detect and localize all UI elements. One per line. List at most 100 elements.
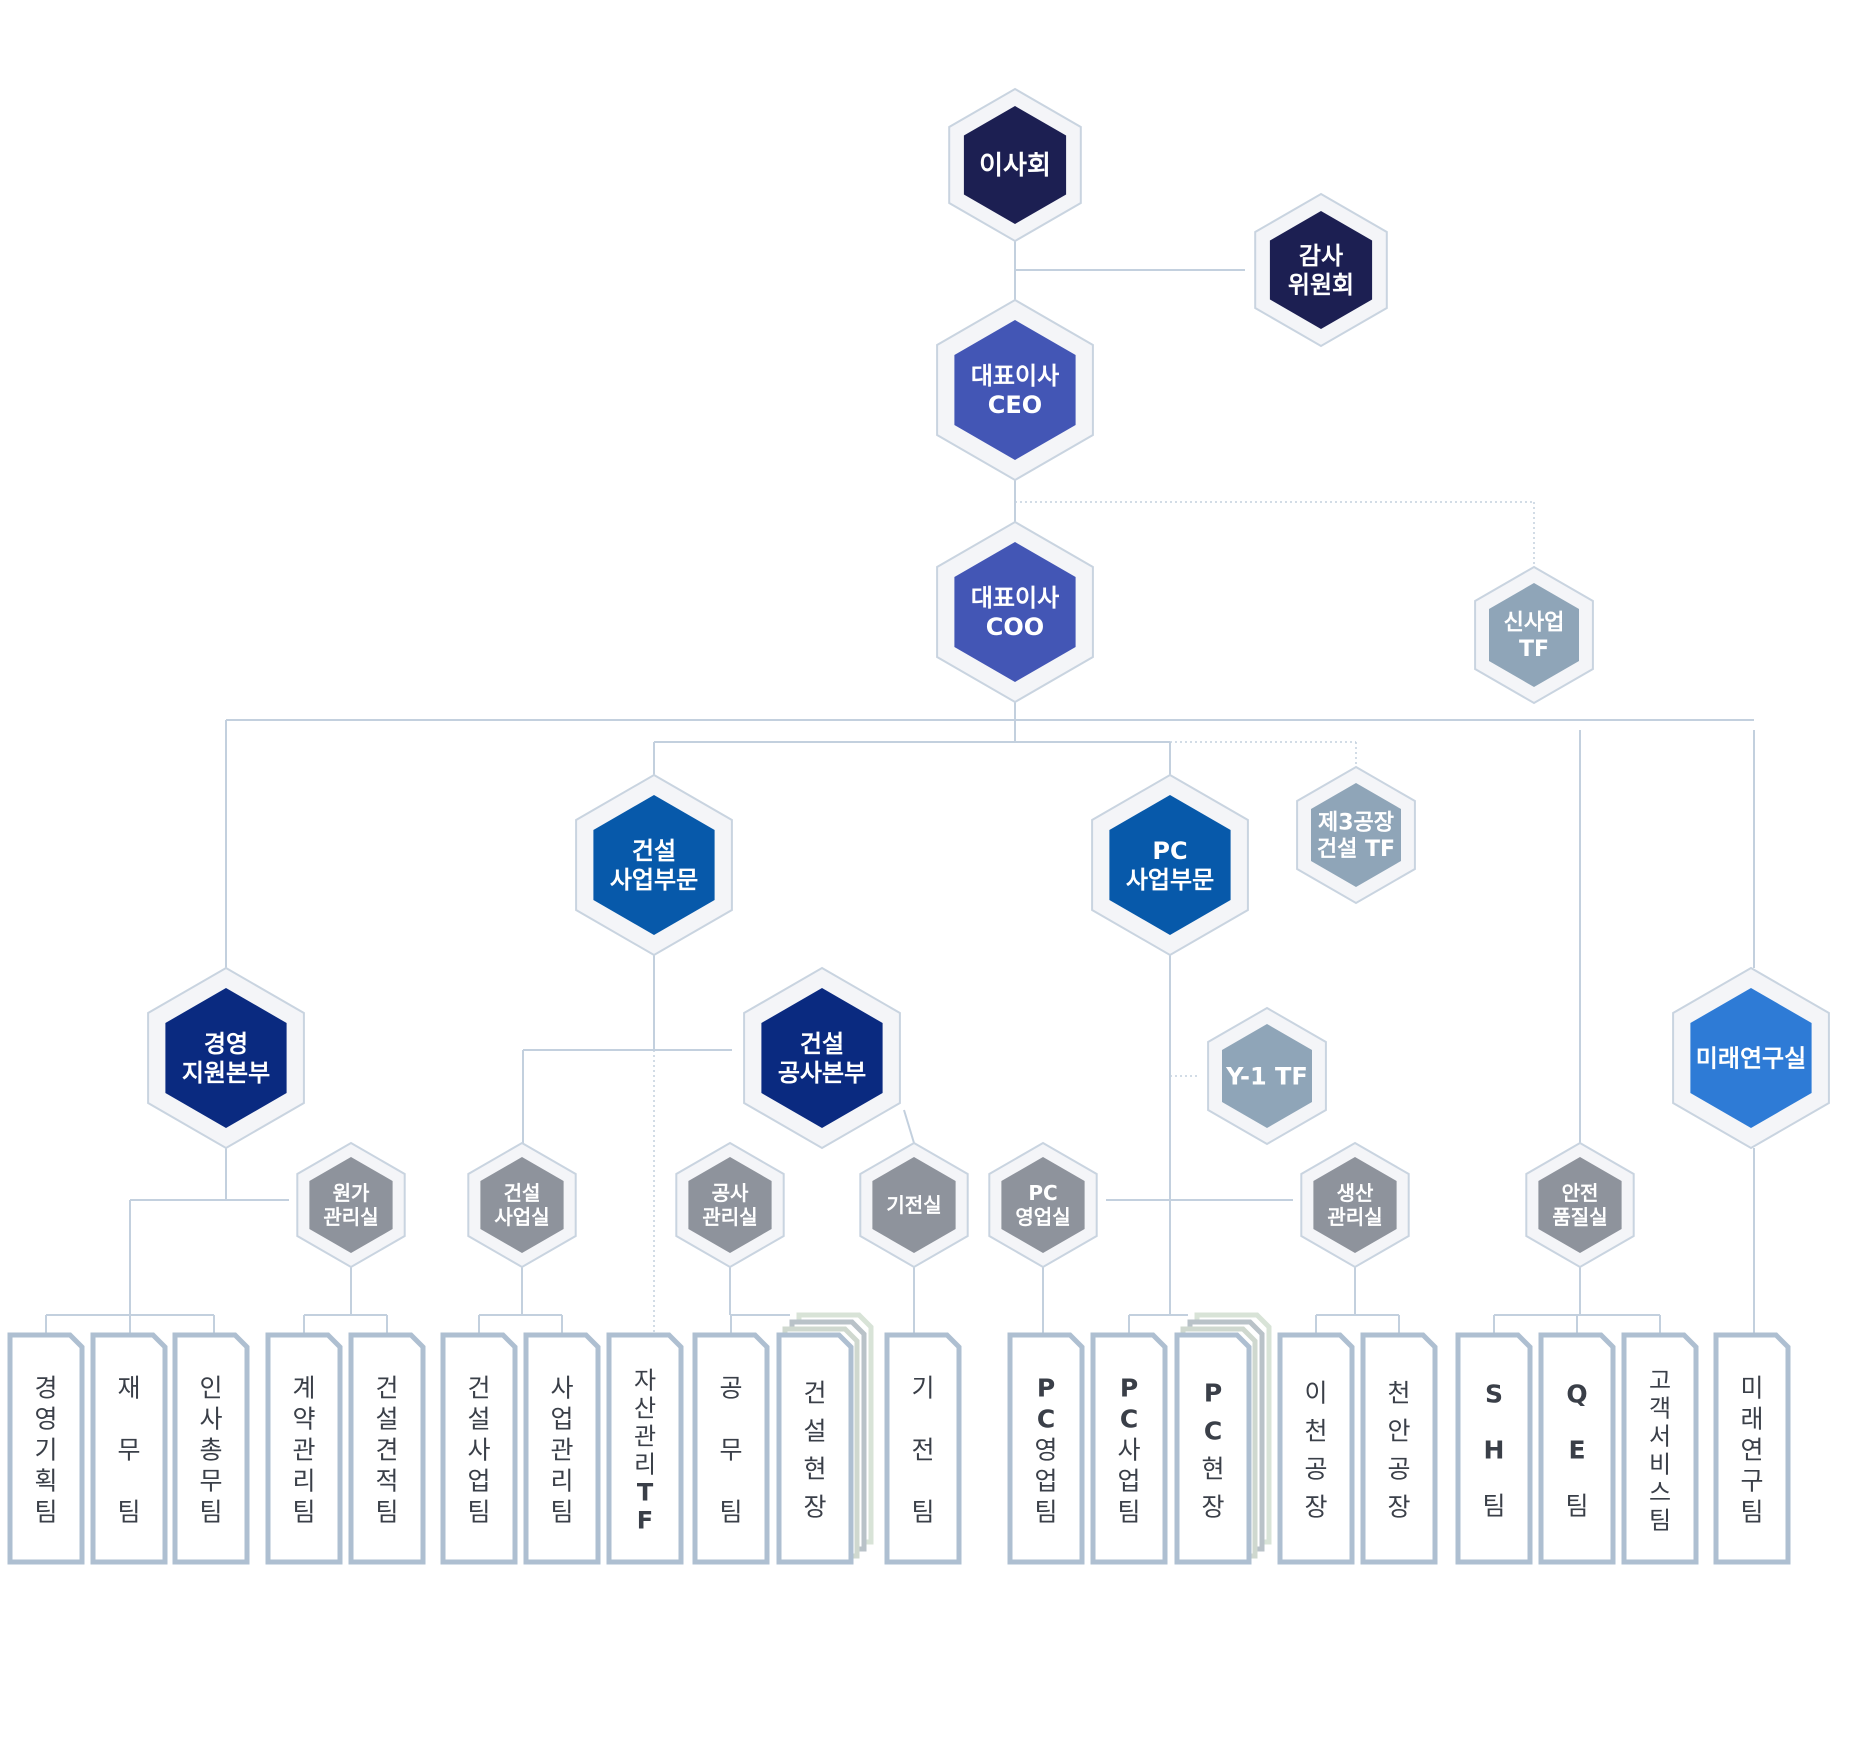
- node-label: 영업실: [1015, 1205, 1070, 1229]
- node-label: PC: [1028, 1181, 1057, 1205]
- node-label: 공사: [712, 1181, 749, 1205]
- node-inner-hex: [1690, 988, 1812, 1128]
- team-card-frame: [7, 1332, 85, 1565]
- team-card-frame: [1360, 1332, 1438, 1565]
- node-label: Y-1 TF: [1225, 1062, 1308, 1090]
- node-label: 건설 TF: [1317, 837, 1395, 862]
- node-label: 공사본부: [778, 1059, 866, 1087]
- node-label: TF: [1519, 637, 1549, 662]
- node-inner-hex: [1489, 583, 1579, 687]
- node-label: PC: [1152, 837, 1187, 865]
- node-y1[interactable]: Y-1 TF: [1207, 1006, 1327, 1146]
- node-inner-hex: [593, 795, 715, 935]
- node-label: 건설: [632, 837, 676, 865]
- node-label: 건설: [800, 1030, 844, 1058]
- team-card-frame: [1621, 1332, 1699, 1565]
- node-inner-hex: [688, 1157, 772, 1253]
- team-card-frame: [884, 1332, 962, 1565]
- node-inner-hex: [480, 1157, 564, 1253]
- node-inner-hex: [1313, 1157, 1397, 1253]
- team-card-frame: [1713, 1332, 1791, 1565]
- node-inner-hex: [1222, 1024, 1312, 1128]
- node-inner-hex: [954, 320, 1076, 460]
- node-label: 안전: [1562, 1181, 1599, 1205]
- team-card-frame: [90, 1332, 168, 1565]
- team-card-frame: [523, 1332, 601, 1565]
- connector-line: [903, 1109, 915, 1144]
- team-card-frame: [1538, 1332, 1616, 1565]
- node-label: 사업부문: [1126, 866, 1214, 894]
- team-card-frame: [692, 1332, 770, 1565]
- node-label: 감사: [1299, 242, 1343, 270]
- team-card-frame: [1007, 1332, 1085, 1565]
- node-label: 관리실: [1327, 1205, 1382, 1229]
- node-inner-hex: [1109, 795, 1231, 935]
- node-board[interactable]: 이사회: [948, 87, 1082, 243]
- node-inner-hex: [1538, 1157, 1622, 1253]
- node-inner-hex: [954, 542, 1076, 682]
- team-card-frame: [606, 1332, 684, 1565]
- team-card-frame: [1090, 1332, 1168, 1565]
- node-label: 품질실: [1552, 1205, 1607, 1229]
- node-inner-hex: [1001, 1157, 1085, 1253]
- team-card-frame: [1277, 1332, 1355, 1565]
- node-elec[interactable]: 기전실: [859, 1141, 969, 1269]
- node-label: 원가: [333, 1181, 370, 1205]
- node-inner-hex: [872, 1157, 956, 1253]
- node-label: 미래연구실: [1696, 1044, 1806, 1072]
- node-future[interactable]: 미래연구실: [1672, 966, 1830, 1150]
- node-inner-hex: [1269, 211, 1373, 329]
- node-label: COO: [986, 613, 1044, 641]
- node-label: 기전실: [886, 1193, 941, 1217]
